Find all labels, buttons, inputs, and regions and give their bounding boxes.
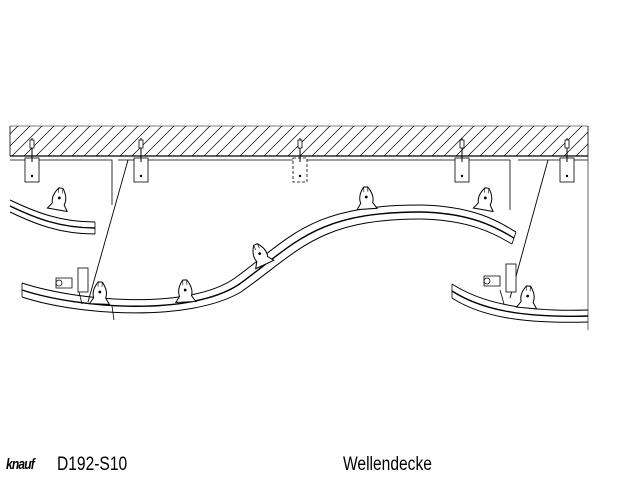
bracket-frames (10, 159, 588, 210)
ceiling-anchors (24, 137, 575, 183)
side-connectors (55, 263, 517, 293)
wave-panels (9, 199, 589, 323)
knauf-logo: knauf (6, 456, 35, 473)
drawing-code: D192-S10 (57, 454, 128, 475)
diagonal-hangers (87, 159, 549, 303)
hanger-clips (46, 185, 539, 310)
panel-joints (77, 287, 505, 321)
drawing-title: Wellendecke (343, 454, 432, 475)
